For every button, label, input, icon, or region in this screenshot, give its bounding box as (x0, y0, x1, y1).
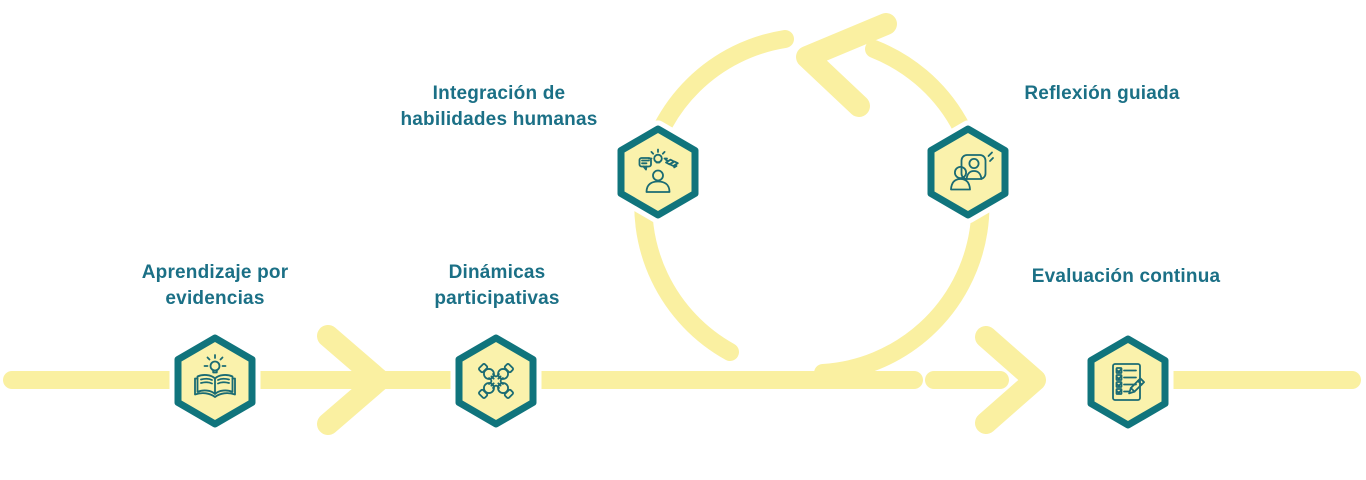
loop-arc-right (814, 40, 990, 382)
open-book-lightbulb-icon (194, 354, 236, 398)
two-people-screen-icon (950, 151, 994, 191)
step-1-label: Aprendizaje por evidencias (142, 260, 289, 312)
step-2-label: Dinámicas participativas (434, 260, 559, 312)
step-5-label: Evaluación continua (1032, 264, 1221, 290)
step-4-label-line-1: Reflexión guiada (1024, 83, 1180, 104)
step-3-label-line-1: Integración de (432, 83, 566, 104)
flow-arrowhead-icon (317, 325, 390, 435)
hexagon-badge (1087, 335, 1169, 429)
step-5-label-line-1: Evaluación continua (1031, 266, 1221, 287)
person-idea-speech-handshake-icon (638, 148, 679, 193)
step-2-label-line-2: participativas (434, 288, 560, 309)
flow-arrowhead-icon (975, 326, 1046, 434)
four-hands-collaboration-icon (478, 363, 514, 399)
hexagon-step-2 (450, 329, 542, 433)
step-1-label-line-2: evidencias (165, 288, 265, 309)
loop-arrowhead-icon (796, 13, 897, 117)
step-2-label-line-1: Dinámicas (448, 262, 546, 283)
hexagon-badge (617, 125, 699, 219)
hexagon-badge (455, 334, 537, 428)
hexagon-step-1 (169, 329, 261, 433)
step-4-label: Reflexión guiada (1024, 81, 1179, 107)
checklist-pencil-icon (1112, 363, 1145, 401)
step-3-label-line-2: habilidades humanas (400, 109, 598, 130)
hexagon-badge (927, 125, 1009, 219)
hexagon-step-5 (1082, 330, 1174, 434)
step-1-label-line-1: Aprendizaje por (141, 262, 289, 283)
hexagon-step-3 (612, 120, 704, 224)
hexagon-step-4 (922, 120, 1014, 224)
step-3-label: Integración de habilidades humanas (400, 81, 597, 133)
